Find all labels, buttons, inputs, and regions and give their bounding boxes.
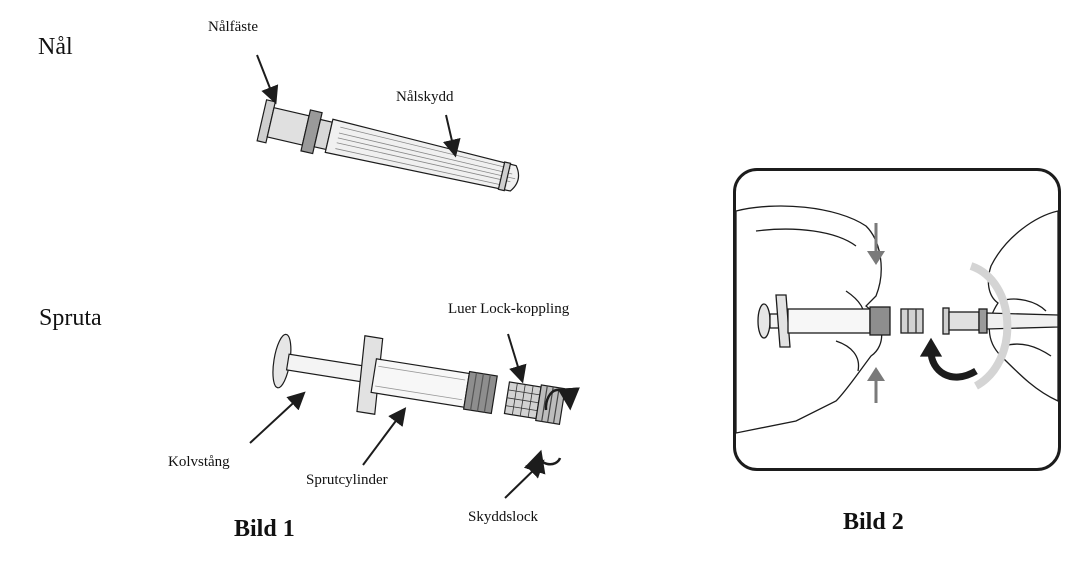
label-barrel: Sprutcylinder bbox=[306, 472, 388, 488]
label-needle-shield: Nålskydd bbox=[396, 89, 454, 105]
needle-heading: Nål bbox=[38, 34, 73, 60]
caption-bild-1: Bild 1 bbox=[234, 516, 295, 542]
label-cap: Skyddslock bbox=[468, 509, 539, 525]
bild2-illustration bbox=[736, 205, 1058, 434]
label-plunger-rod: Kolvstång bbox=[168, 454, 230, 470]
caption-bild-2: Bild 2 bbox=[843, 509, 904, 535]
label-needle-hub: Nålfäste bbox=[208, 19, 258, 35]
bild2-frame bbox=[733, 168, 1061, 471]
syringe-illustration bbox=[249, 333, 580, 499]
syringe-heading: Spruta bbox=[39, 305, 102, 331]
needle-illustration bbox=[256, 54, 520, 192]
label-luer-lock: Luer Lock-koppling bbox=[448, 301, 570, 317]
